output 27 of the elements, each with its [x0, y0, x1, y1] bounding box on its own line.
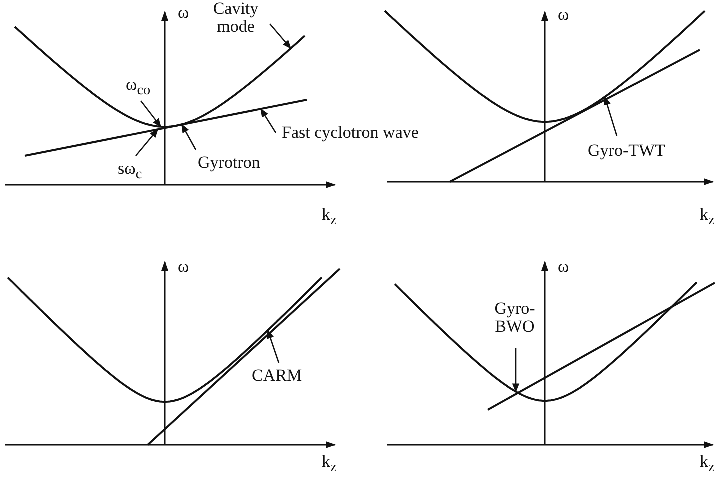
- leader-arrow: [512, 348, 520, 393]
- leader-arrow: [604, 96, 618, 136]
- axis-label: ω: [558, 258, 570, 276]
- leader-arrow: [181, 124, 197, 150]
- dispersion-curve: [394, 282, 698, 402]
- axis-label: ω: [178, 258, 190, 276]
- axis-label: k$_{z}$: [322, 453, 337, 476]
- callout-label: Cavity mode: [205, 0, 267, 36]
- axis-label: ω: [558, 6, 570, 24]
- leader-arrow: [267, 330, 280, 364]
- callout-label: ω$_{co}$: [126, 76, 151, 100]
- leader-arrow: [260, 108, 277, 134]
- axis-label: k$_{z}$: [700, 453, 715, 476]
- leader-arrow: [140, 100, 162, 128]
- callout-label: Gyro-BWO: [485, 300, 545, 336]
- axis-label: k$_{z}$: [700, 206, 715, 230]
- callout-label: Fast cyclotron wave: [282, 124, 419, 142]
- dispersion-curve: [7, 276, 323, 403]
- leader-arrow: [136, 128, 159, 156]
- axis-label: ω: [178, 4, 190, 22]
- axis-label: k$_{z}$: [322, 206, 337, 230]
- callout-label: CARM: [252, 367, 302, 385]
- leader-arrow: [270, 24, 292, 50]
- callout-label: Gyrotron: [198, 154, 260, 172]
- dispersion-curve: [384, 10, 706, 123]
- callout-label: sω$_{c}$: [118, 160, 142, 184]
- callout-label: Gyro-TWT: [588, 142, 666, 160]
